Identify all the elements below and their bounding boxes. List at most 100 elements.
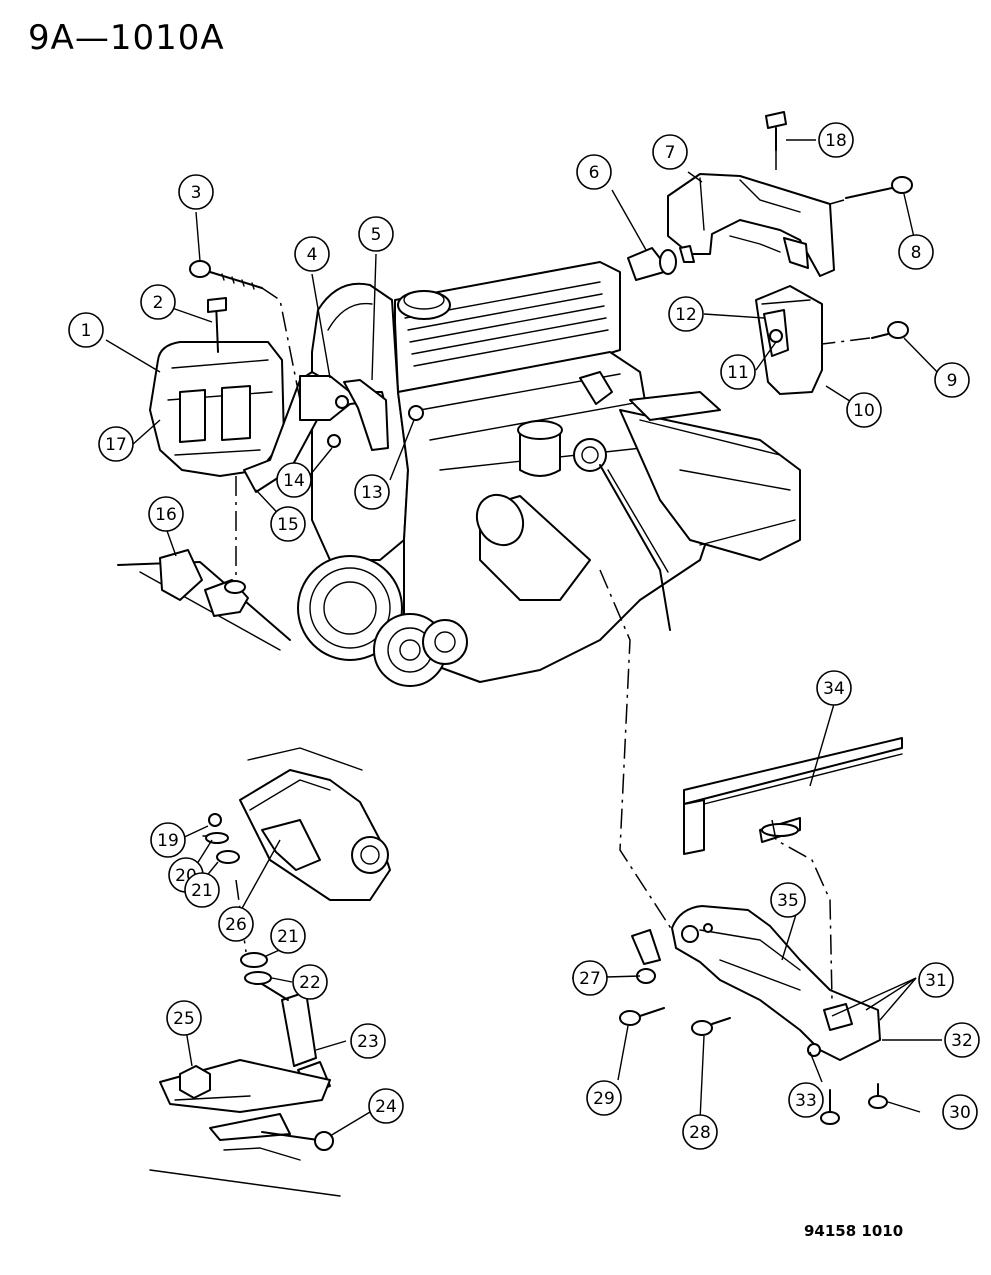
callout-8: 8	[898, 234, 934, 270]
callout-number: 3	[191, 183, 202, 203]
callout-34: 34	[816, 670, 852, 706]
right-engine-mount	[627, 111, 913, 395]
bolt-3	[189, 260, 263, 290]
callout-number: 12	[675, 305, 697, 325]
callout-16: 16	[148, 496, 184, 532]
callout-circle	[166, 1000, 202, 1036]
callout-circle	[270, 918, 306, 954]
callout-circle	[576, 154, 612, 190]
callout-circle	[178, 174, 214, 210]
callout-4: 4	[294, 236, 330, 272]
callout-number: 25	[173, 1009, 195, 1029]
callout-21: 21	[270, 918, 306, 954]
callout-circle	[368, 1088, 404, 1124]
callout-7: 7	[652, 134, 688, 170]
callout-29: 29	[586, 1080, 622, 1116]
callout-circle	[942, 1094, 978, 1130]
callout-circle	[816, 670, 852, 706]
callout-6: 6	[576, 154, 612, 190]
callout-5: 5	[358, 216, 394, 252]
callout-circle	[350, 1023, 386, 1059]
callout-number: 14	[283, 471, 305, 491]
callout-number: 21	[277, 927, 299, 947]
callout-circle	[98, 426, 134, 462]
callout-22: 22	[292, 964, 328, 1000]
callout-number: 18	[825, 131, 847, 151]
callout-15: 15	[270, 506, 306, 542]
callout-number: 16	[155, 505, 177, 525]
callout-circle	[652, 134, 688, 170]
callout-circle	[292, 964, 328, 1000]
callout-13: 13	[354, 474, 390, 510]
callout-32: 32	[944, 1022, 980, 1058]
callout-number: 5	[371, 225, 382, 245]
callout-27: 27	[572, 960, 608, 996]
callout-number: 7	[665, 143, 676, 163]
callout-35: 35	[770, 882, 806, 918]
callout-19: 19	[150, 822, 186, 858]
callout-number: 17	[105, 435, 127, 455]
callout-24: 24	[368, 1088, 404, 1124]
leader-lines	[105, 139, 946, 1137]
callout-number: 23	[357, 1032, 379, 1052]
frame-bracket-16	[117, 549, 291, 651]
callout-number: 31	[925, 971, 947, 991]
callout-3: 3	[178, 174, 214, 210]
callout-circle	[184, 872, 220, 908]
callout-circle	[150, 822, 186, 858]
callout-circle	[846, 392, 882, 428]
callout-28: 28	[682, 1114, 718, 1150]
crossmember-mount	[619, 737, 903, 1125]
callout-circle	[898, 234, 934, 270]
callout-number: 26	[225, 915, 247, 935]
callout-26: 26	[218, 906, 254, 942]
callout-number: 19	[157, 831, 179, 851]
callout-circle	[788, 1082, 824, 1118]
callout-12: 12	[668, 296, 704, 332]
callout-circle	[140, 284, 176, 320]
figure-id: 9A—1010A	[28, 18, 225, 58]
callout-14: 14	[276, 462, 312, 498]
callout-circle	[818, 122, 854, 158]
callout-number: 13	[361, 483, 383, 503]
callout-number: 11	[727, 363, 749, 383]
transmission-mount	[149, 747, 391, 1197]
callout-9: 9	[934, 362, 970, 398]
callout-circle	[586, 1080, 622, 1116]
callout-circle	[358, 216, 394, 252]
callout-circle	[572, 960, 608, 996]
callout-circle	[770, 882, 806, 918]
callout-number: 10	[853, 401, 875, 421]
callout-number: 28	[689, 1123, 711, 1143]
callout-circle	[270, 506, 306, 542]
callout-circle	[918, 962, 954, 998]
callout-2: 2	[140, 284, 176, 320]
callout-30: 30	[942, 1094, 978, 1130]
callout-21: 21	[184, 872, 220, 908]
callout-number: 21	[191, 881, 213, 901]
callout-1: 1	[68, 312, 104, 348]
drawing-number: 94158 1010	[804, 1222, 904, 1240]
callout-18: 18	[818, 122, 854, 158]
callout-17: 17	[98, 426, 134, 462]
callout-circle	[148, 496, 184, 532]
callout-group: 1234567891011121314151617181920212122232…	[68, 122, 980, 1150]
callout-number: 15	[277, 515, 299, 535]
callout-31: 31	[918, 962, 954, 998]
callout-circle	[276, 462, 312, 498]
callout-10: 10	[846, 392, 882, 428]
callout-number: 22	[299, 973, 321, 993]
mount-bracket	[299, 375, 424, 451]
callout-number: 34	[823, 679, 845, 699]
callout-25: 25	[166, 1000, 202, 1036]
callout-number: 9	[947, 371, 958, 391]
callout-11: 11	[720, 354, 756, 390]
callout-number: 6	[589, 163, 600, 183]
callout-circle	[720, 354, 756, 390]
callout-circle	[682, 1114, 718, 1150]
callout-number: 27	[579, 969, 601, 989]
callout-number: 30	[949, 1103, 971, 1123]
callout-23: 23	[350, 1023, 386, 1059]
